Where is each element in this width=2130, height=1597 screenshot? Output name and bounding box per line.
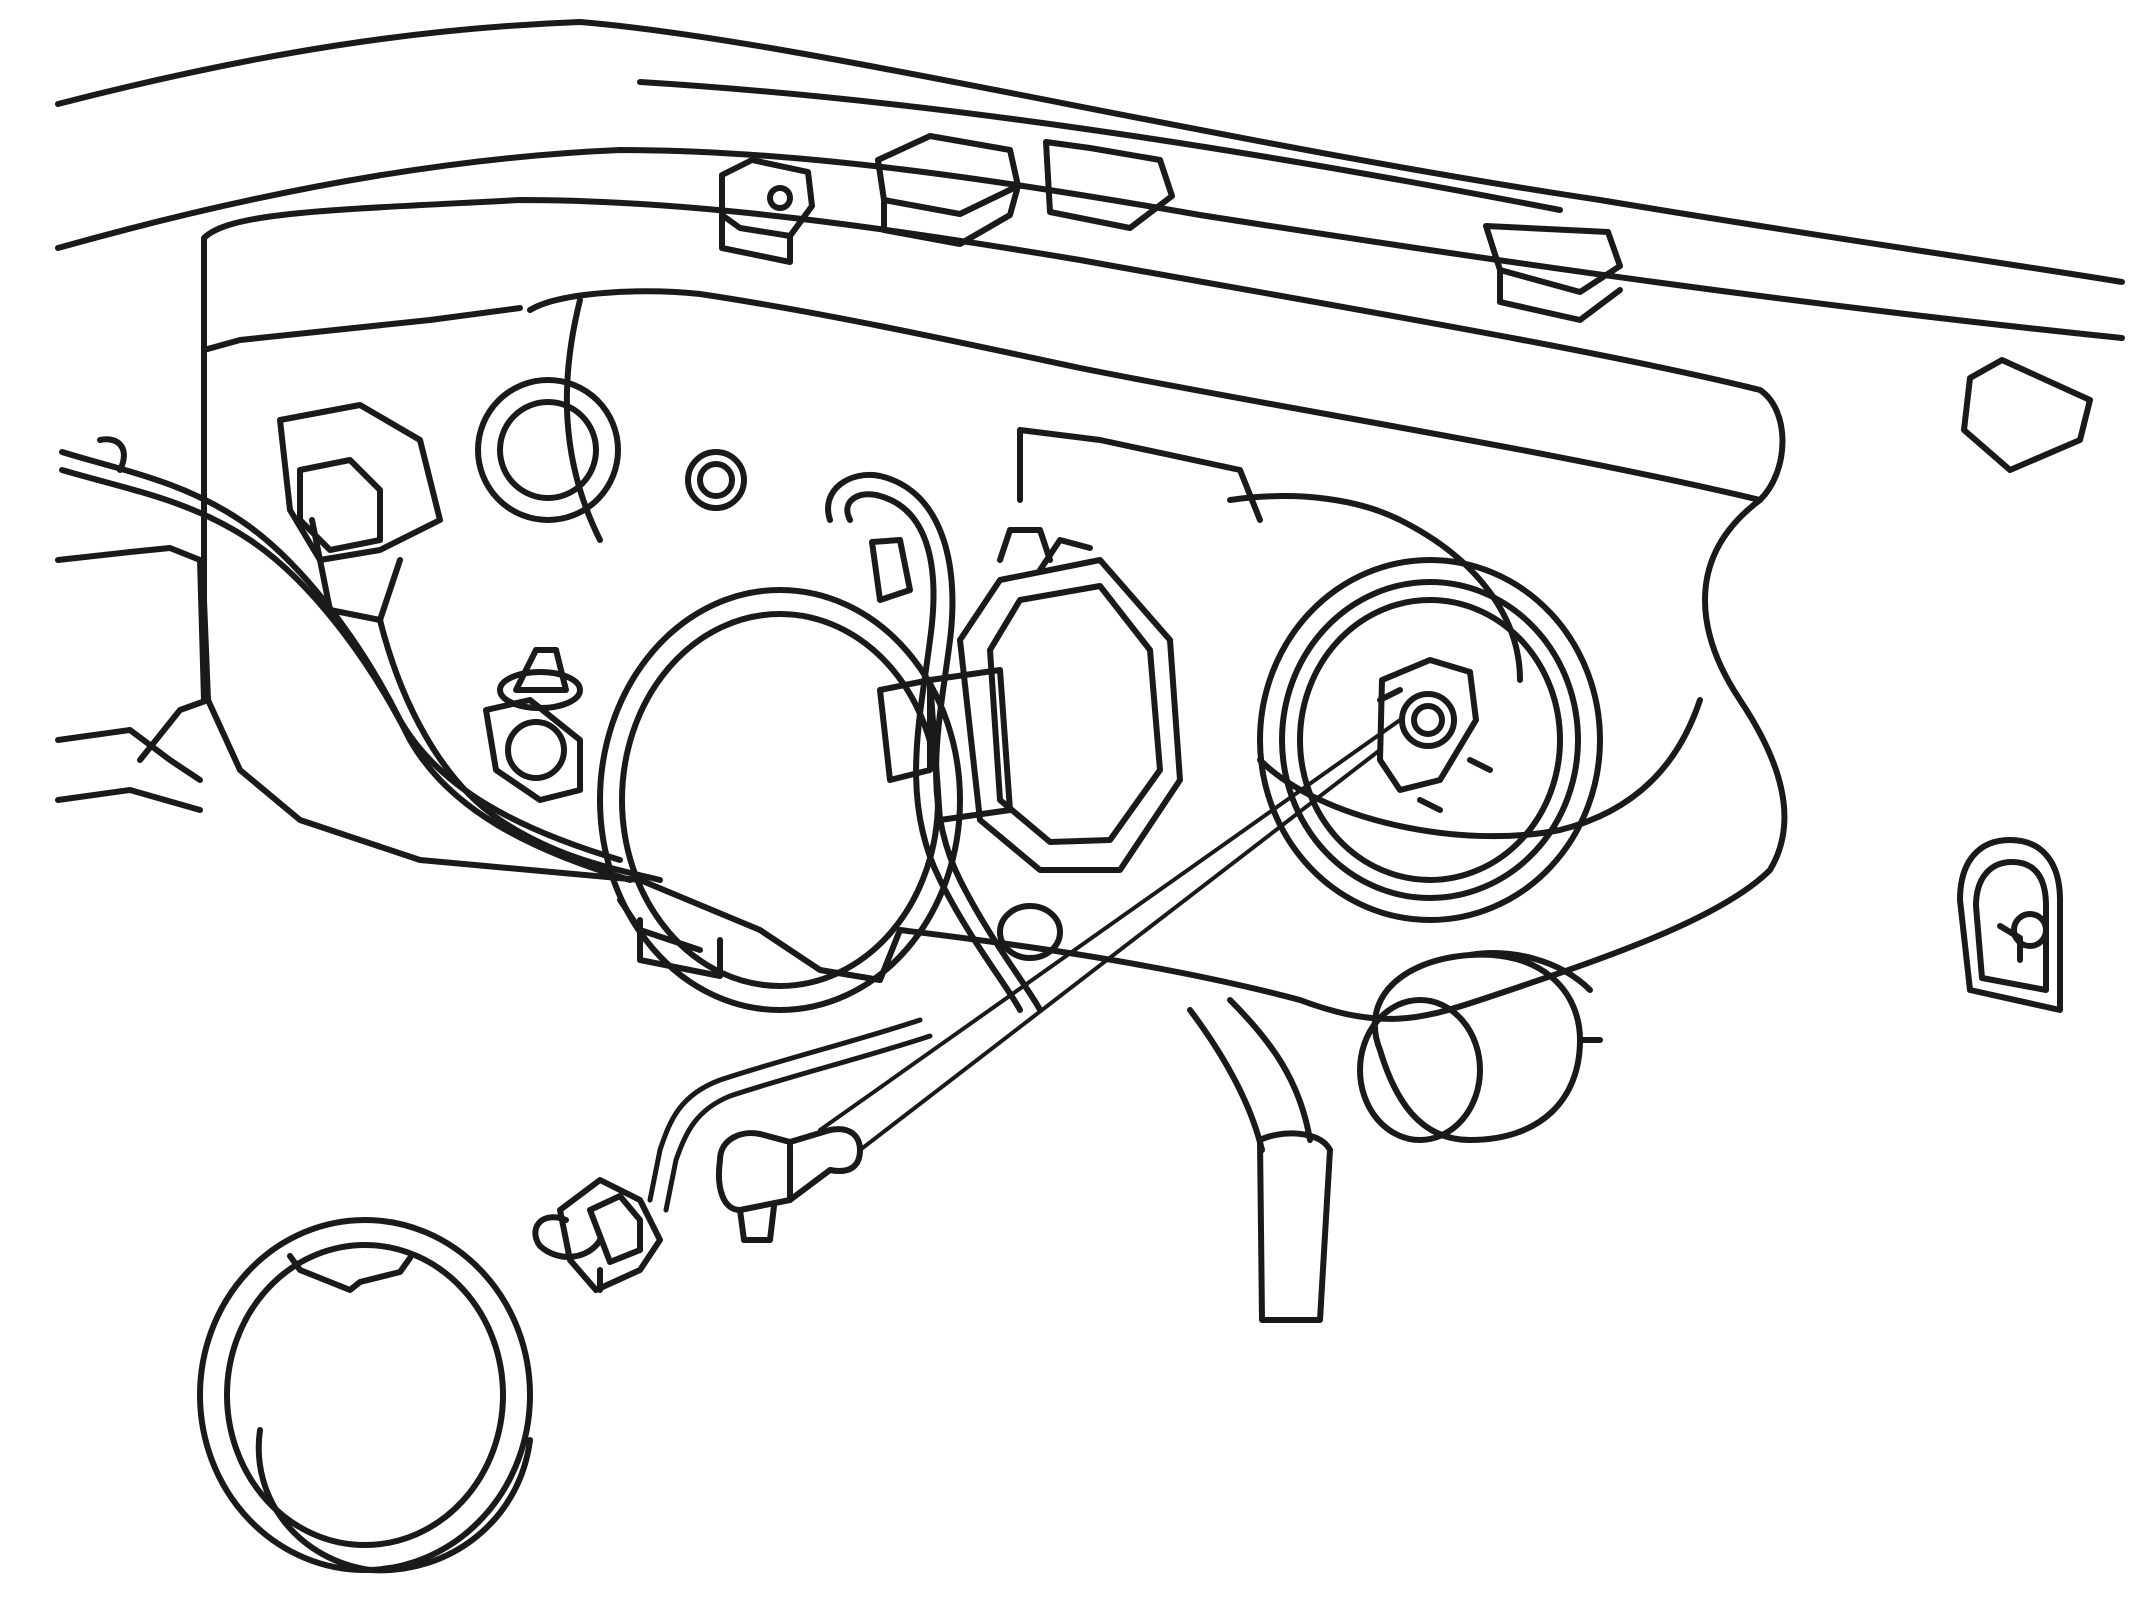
left-wiring-harness	[59, 436, 663, 883]
removed-dust-cap	[197, 1217, 533, 1574]
bulb-removal-guide	[818, 718, 1402, 1152]
center-socket-block	[877, 527, 1183, 873]
bulb-lead-wires	[647, 1017, 933, 1213]
top-mounting-clips	[719, 133, 2093, 473]
removed-bulb	[716, 1126, 863, 1243]
support-strut	[1187, 997, 1333, 1323]
right-side-clip	[1957, 837, 2063, 1013]
high-beam-opening	[1257, 557, 1603, 923]
turn-signal-socket	[1357, 950, 1603, 1143]
mounting-bolt	[767, 185, 793, 211]
side-lamp-boss	[997, 903, 1063, 961]
center-wiring-loop	[825, 471, 1043, 1013]
left-socket-boss	[475, 377, 747, 523]
left-connector-plug	[277, 402, 443, 623]
loose-wire-connector	[532, 1177, 663, 1293]
aim-adjuster	[483, 647, 583, 803]
fender-outline	[55, 19, 2125, 341]
left-side-bracket	[55, 545, 211, 813]
